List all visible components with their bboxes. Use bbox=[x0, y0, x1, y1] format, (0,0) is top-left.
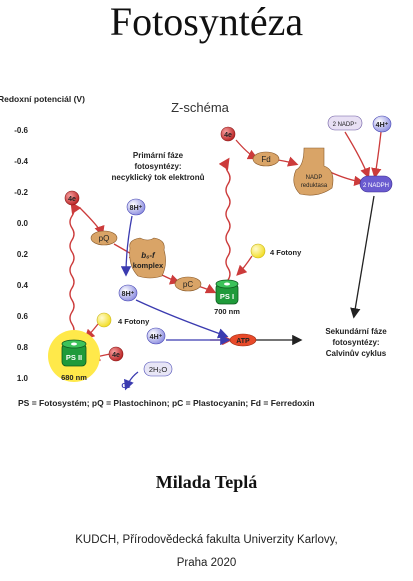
svg-text:4 Fotony: 4 Fotony bbox=[270, 248, 302, 257]
scheme-heading: Z-schéma bbox=[171, 100, 230, 115]
excitation-arrow-ps1 bbox=[218, 157, 231, 281]
affiliation: KUDCH, Přírodovědecká fakulta Univerzity… bbox=[75, 534, 338, 546]
flow-arrow bbox=[79, 207, 105, 237]
tick-label: -0.2 bbox=[14, 188, 28, 197]
svg-text:4H⁺: 4H⁺ bbox=[376, 122, 389, 129]
tick-label: -0.6 bbox=[14, 126, 28, 135]
plastoquinone-node bbox=[90, 230, 118, 246]
electron-node bbox=[220, 126, 236, 142]
author-name: Milada Teplá bbox=[155, 472, 258, 492]
svg-text:680 nm: 680 nm bbox=[61, 373, 87, 382]
ferredoxin-node bbox=[252, 151, 280, 167]
svg-text:4e: 4e bbox=[112, 352, 120, 359]
proton-node bbox=[126, 198, 146, 216]
tick-label: 0.4 bbox=[17, 281, 29, 290]
tick-label: 0.0 bbox=[17, 219, 29, 228]
excitation-arrow-ps2 bbox=[69, 201, 82, 337]
svg-text:8H⁺: 8H⁺ bbox=[122, 291, 135, 298]
svg-text:pC: pC bbox=[183, 280, 193, 289]
photon-arrow bbox=[236, 255, 253, 276]
primary-phase-label: Primární fáze fotosyntézy: necyklický to… bbox=[112, 151, 205, 182]
page-title: Fotosyntéza bbox=[109, 0, 304, 44]
photon-icon bbox=[96, 312, 112, 328]
nadp-plus-node bbox=[327, 115, 363, 131]
svg-text:2 NADP⁺: 2 NADP⁺ bbox=[333, 121, 358, 128]
svg-text:8H⁺: 8H⁺ bbox=[130, 205, 143, 212]
svg-text:fotosyntézy:: fotosyntézy: bbox=[134, 162, 181, 171]
flow-arrow bbox=[329, 171, 365, 187]
svg-text:Sekundární fáze: Sekundární fáze bbox=[325, 327, 387, 336]
svg-text:PS II: PS II bbox=[66, 353, 82, 362]
place-year: Praha 2020 bbox=[176, 557, 237, 569]
flow-arrow bbox=[197, 283, 217, 294]
svg-text:2H₂O: 2H₂O bbox=[149, 365, 167, 374]
nadph-node bbox=[359, 175, 393, 193]
tick-label: 0.6 bbox=[17, 312, 29, 321]
electron-node bbox=[108, 346, 124, 362]
tick-label: -0.4 bbox=[14, 157, 28, 166]
flow-arrow bbox=[371, 131, 382, 179]
svg-text:necyklický tok elektronů: necyklický tok elektronů bbox=[112, 173, 205, 182]
flow-arrow bbox=[344, 131, 371, 179]
svg-text:4e: 4e bbox=[224, 132, 232, 139]
proton-node bbox=[118, 284, 138, 302]
svg-text:700 nm: 700 nm bbox=[214, 307, 240, 316]
svg-text:b₆-f: b₆-f bbox=[141, 251, 156, 260]
photosystem-2: PS II bbox=[61, 339, 87, 367]
svg-text:4H⁺: 4H⁺ bbox=[150, 334, 163, 341]
svg-text:ATP: ATP bbox=[236, 338, 250, 345]
svg-text:2 NADPH: 2 NADPH bbox=[363, 183, 389, 189]
nadp-reductase bbox=[293, 147, 334, 196]
electron-node bbox=[64, 190, 80, 206]
secondary-phase-label: Sekundární fáze fotosyntézy: Calvinův cy… bbox=[325, 327, 387, 358]
tick-label: 0.2 bbox=[17, 250, 29, 259]
svg-text:fotosyntézy:: fotosyntézy: bbox=[332, 338, 379, 347]
svg-text:O₂: O₂ bbox=[121, 381, 130, 390]
flow-arrow bbox=[235, 139, 259, 160]
proton-arrow bbox=[120, 215, 133, 277]
proton-node bbox=[146, 327, 166, 345]
svg-text:pQ: pQ bbox=[99, 234, 110, 243]
flow-arrow bbox=[277, 156, 299, 167]
photon-icon bbox=[250, 243, 266, 259]
proton-node bbox=[372, 115, 392, 133]
svg-text:reduktasa: reduktasa bbox=[301, 183, 328, 189]
tick-label: 0.8 bbox=[17, 343, 29, 352]
svg-text:4e: 4e bbox=[68, 196, 76, 203]
svg-text:Fd: Fd bbox=[261, 155, 270, 164]
axis-label: Redoxní potenciál (V) bbox=[0, 94, 85, 104]
svg-text:4 Fotony: 4 Fotony bbox=[118, 317, 150, 326]
proton-arrow bbox=[135, 299, 229, 339]
svg-text:Primární fáze: Primární fáze bbox=[133, 151, 184, 160]
tick-label: 1.0 bbox=[17, 374, 29, 383]
svg-text:komplex: komplex bbox=[133, 261, 164, 270]
calvin-arrow bbox=[350, 195, 375, 319]
z-scheme-diagram: Redoxní potenciál (V) -0.6 -0.4 -0.2 0.0… bbox=[0, 94, 393, 408]
svg-text:PS I: PS I bbox=[220, 292, 234, 301]
svg-text:Calvinův cyklus: Calvinův cyklus bbox=[326, 349, 387, 358]
atp-node bbox=[229, 333, 257, 347]
b6f-complex bbox=[129, 237, 166, 279]
photosystem-1: PS I bbox=[215, 279, 239, 305]
water-node bbox=[143, 361, 173, 377]
water-arrow bbox=[124, 371, 139, 391]
svg-text:NADP: NADP bbox=[306, 175, 323, 181]
y-axis-ticks: -0.6 -0.4 -0.2 0.0 0.2 0.4 0.6 0.8 1.0 bbox=[14, 126, 28, 383]
plastocyanin-node bbox=[174, 276, 202, 292]
legend: PS = Fotosystém; pQ = Plastochinon; pC =… bbox=[18, 398, 315, 408]
